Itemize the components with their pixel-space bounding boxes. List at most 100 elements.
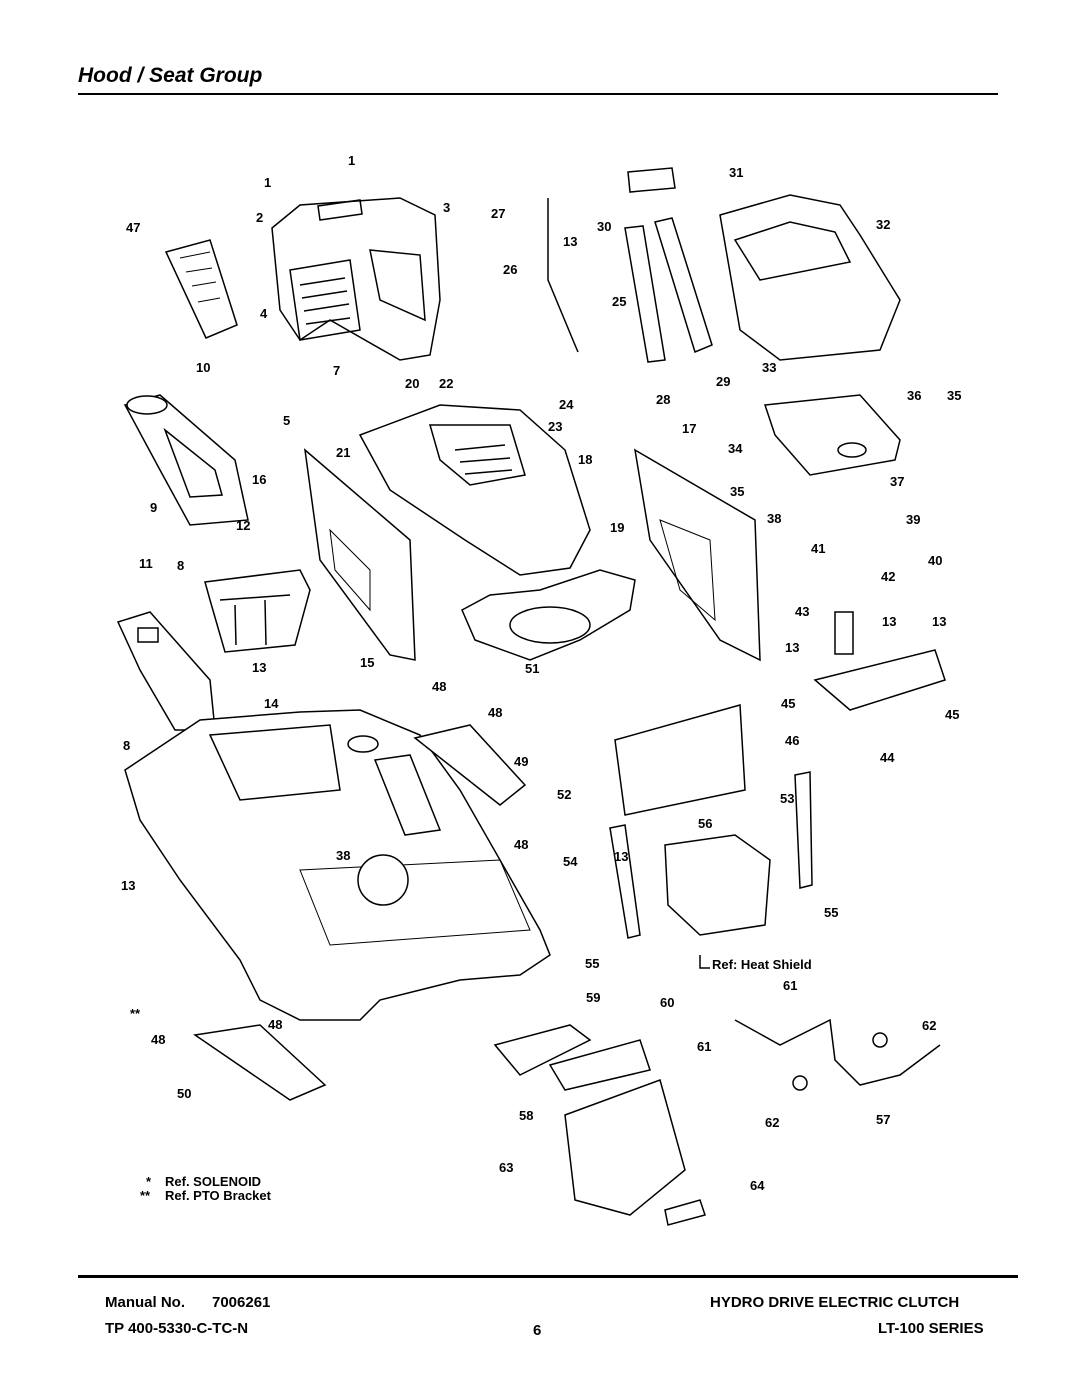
callout-number: 20 — [405, 376, 419, 391]
callout-number-group: 1123474571091620212223241817271330262528… — [121, 153, 961, 1193]
callout-number: 17 — [682, 421, 696, 436]
callout-number: 44 — [880, 750, 895, 765]
callout-number: 50 — [177, 1086, 191, 1101]
bracket-part — [813, 649, 946, 711]
callout-number: 55 — [585, 956, 599, 971]
callout-number: 13 — [252, 660, 266, 675]
callout-number: 8 — [177, 558, 184, 573]
callout-number: 62 — [765, 1115, 779, 1130]
callout-number: 57 — [876, 1112, 890, 1127]
badge-part — [664, 1199, 706, 1226]
callout-number: 10 — [196, 360, 210, 375]
callout-number: 41 — [811, 541, 825, 556]
seat-bracket-part — [624, 225, 666, 363]
callout-number: 48 — [432, 679, 446, 694]
callout-number: 55 — [824, 905, 838, 920]
callout-number: 21 — [336, 445, 350, 460]
callout-number: 28 — [656, 392, 670, 407]
callout-number: 40 — [928, 553, 942, 568]
callout-number: 4 — [260, 306, 268, 321]
footer-rule — [78, 1275, 1018, 1278]
ref-star-double: ** — [140, 1188, 151, 1203]
callout-number: 1 — [264, 175, 271, 190]
callout-number: 27 — [491, 206, 505, 221]
callout-number: 63 — [499, 1160, 513, 1175]
callout-number: 46 — [785, 733, 799, 748]
decal-part — [164, 239, 238, 339]
callout-number: 35 — [730, 484, 744, 499]
callout-number: 54 — [563, 854, 578, 869]
callout-number: 5 — [283, 413, 290, 428]
callout-number: 13 — [563, 234, 577, 249]
series-name: LT-100 SERIES — [878, 1320, 984, 1337]
callout-number: 2 — [256, 210, 263, 225]
callout-number: 12 — [236, 518, 250, 533]
bracket-part — [609, 824, 641, 939]
headlight-lens-part — [493, 1024, 592, 1076]
callout-number: 59 — [586, 990, 600, 1005]
callout-number: 15 — [360, 655, 374, 670]
callout-number: 49 — [514, 754, 528, 769]
page-title: Hood / Seat Group — [78, 64, 263, 87]
callout-number: 45 — [945, 707, 959, 722]
callout-number: 30 — [597, 219, 611, 234]
heat-shield-leader — [699, 955, 710, 969]
ref-star-single: * — [146, 1174, 152, 1189]
ref-solenoid-note: Ref. SOLENOID — [165, 1174, 261, 1189]
callout-number: 13 — [785, 640, 799, 655]
callout-number: 37 — [890, 474, 904, 489]
callout-number: 25 — [612, 294, 626, 309]
page-number: 6 — [533, 1322, 542, 1339]
callout-number: 38 — [767, 511, 781, 526]
callout-number: 13 — [614, 849, 628, 864]
hood-side-part — [633, 448, 761, 662]
callout-number: 3 — [443, 200, 450, 215]
rod-part — [547, 198, 579, 353]
callout-number: 18 — [578, 452, 592, 467]
callout-number: 42 — [881, 569, 895, 584]
callout-number: 29 — [716, 374, 730, 389]
pto-assembly-part — [664, 834, 771, 936]
seat-part — [719, 194, 901, 361]
callout-number: 11 — [139, 556, 153, 571]
callout-number: 48 — [514, 837, 528, 852]
manual-label: Manual No. — [105, 1294, 186, 1311]
title-rule — [78, 93, 998, 95]
callout-number: 48 — [151, 1032, 165, 1047]
callout-number: 39 — [906, 512, 920, 527]
ref-heat-shield-note: Ref: Heat Shield — [712, 957, 812, 972]
callout-number: 7 — [333, 363, 340, 378]
heat-shield-plate-part — [614, 704, 746, 816]
callout-number: 9 — [150, 500, 157, 515]
callout-number: 64 — [750, 1178, 765, 1193]
fender-part — [123, 394, 249, 526]
callout-number: 62 — [922, 1018, 936, 1033]
tray-part — [204, 569, 311, 653]
product-title: HYDRO DRIVE ELECTRIC CLUTCH — [710, 1294, 960, 1311]
callout-number: 48 — [488, 705, 502, 720]
callout-number: 38 — [336, 848, 350, 863]
callout-number: 16 — [252, 472, 266, 487]
callout-number: 36 — [907, 388, 921, 403]
callout-number: 33 — [762, 360, 776, 375]
callout-number: 19 — [610, 520, 624, 535]
dash-tower-part — [271, 197, 441, 361]
callout-number: 13 — [882, 614, 896, 629]
cover-part — [413, 724, 527, 806]
callout-number: 48 — [268, 1017, 282, 1032]
seat-bracket-part — [654, 217, 713, 354]
wiring-harness-part — [734, 1018, 941, 1086]
callout-number: 58 — [519, 1108, 533, 1123]
callout-number: 34 — [728, 441, 743, 456]
callout-number: 22 — [439, 376, 453, 391]
spring-part — [834, 611, 854, 655]
hood-side-part — [303, 448, 416, 661]
manual-number: 7006261 — [212, 1294, 271, 1311]
dash-panel-part — [124, 709, 551, 1021]
callout-number: 61 — [783, 978, 797, 993]
exploded-parts-diagram: 1123474571091620212223241817271330262528… — [116, 153, 961, 1226]
callout-number: 13 — [121, 878, 135, 893]
fender-part — [116, 611, 216, 731]
ref-pto-bracket-note: Ref. PTO Bracket — [165, 1188, 272, 1203]
tp-code: TP 400-5330-C-TC-N — [105, 1320, 249, 1337]
